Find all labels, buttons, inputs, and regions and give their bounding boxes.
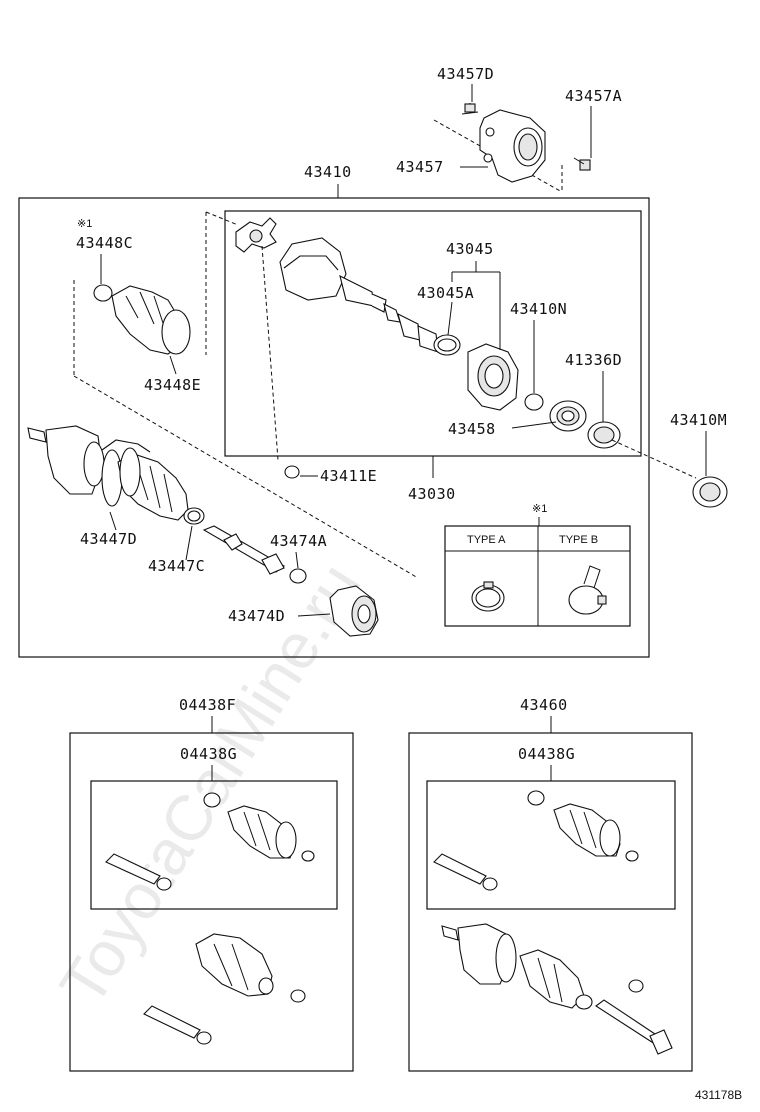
label-43447D: 43447D xyxy=(80,530,137,548)
clamp-43447C xyxy=(183,507,205,525)
boot-43447D xyxy=(117,447,189,521)
label-43045A: 43045A xyxy=(417,284,474,302)
bearing-bracket-43045 xyxy=(467,343,519,411)
note-mark-1: ※1 xyxy=(77,218,92,230)
note-mark-2: ※1 xyxy=(532,503,547,515)
damper-43474D xyxy=(329,585,379,637)
kit-43460-box xyxy=(408,732,693,1072)
boot-43448E xyxy=(93,284,191,355)
kit-left-outer-parts xyxy=(143,933,306,1045)
ring-43410N xyxy=(524,393,544,411)
assembly-43410-box xyxy=(18,197,650,658)
clamp-43474A xyxy=(289,568,307,584)
kit-04438F-box xyxy=(69,732,354,1072)
snap-ring-43045A xyxy=(433,334,461,356)
label-43030: 43030 xyxy=(408,485,456,503)
label-43474A: 43474A xyxy=(270,532,327,550)
snap-ring-43411E xyxy=(284,465,300,479)
tripod-spider xyxy=(205,211,277,253)
clamp-type-b xyxy=(568,565,607,615)
figure-id: 431178B xyxy=(695,1088,742,1102)
label-04438G-right: 04438G xyxy=(518,745,575,763)
label-04438G-left: 04438G xyxy=(180,745,237,763)
type-b-heading: TYPE B xyxy=(559,534,598,546)
label-43045: 43045 xyxy=(446,240,494,258)
label-43448C: 43448C xyxy=(76,234,133,252)
label-43457A: 43457A xyxy=(565,87,622,105)
label-43457D: 43457D xyxy=(437,65,494,83)
label-41336D: 41336D xyxy=(565,351,622,369)
label-43458: 43458 xyxy=(448,420,496,438)
label-43410: 43410 xyxy=(304,163,352,181)
outer-cv-joint xyxy=(27,425,151,507)
inboard-joint-housing xyxy=(279,237,439,353)
bracket-43457 xyxy=(433,103,591,193)
label-43411E: 43411E xyxy=(320,467,377,485)
label-43457: 43457 xyxy=(396,158,444,176)
kit-right-inner-parts xyxy=(433,790,639,891)
kit-04438G-right-box xyxy=(426,780,676,910)
label-43448E: 43448E xyxy=(144,376,201,394)
label-43447C: 43447C xyxy=(148,557,205,575)
seal-43410M xyxy=(692,476,728,508)
clamp-type-a xyxy=(471,581,505,612)
label-43410M: 43410M xyxy=(670,411,727,429)
kit-right-driveshaft-assembly xyxy=(441,923,673,1055)
label-43474D: 43474D xyxy=(228,607,285,625)
type-a-heading: TYPE A xyxy=(467,534,506,546)
bearing-43458 xyxy=(549,400,587,432)
drive-shaft xyxy=(202,525,285,575)
label-43410N: 43410N xyxy=(510,300,567,318)
seal-41336D xyxy=(587,421,621,449)
kit-04438G-left-box xyxy=(90,780,338,910)
kit-left-inner-parts xyxy=(105,792,315,891)
label-04438F: 04438F xyxy=(179,696,236,714)
label-43460: 43460 xyxy=(520,696,568,714)
